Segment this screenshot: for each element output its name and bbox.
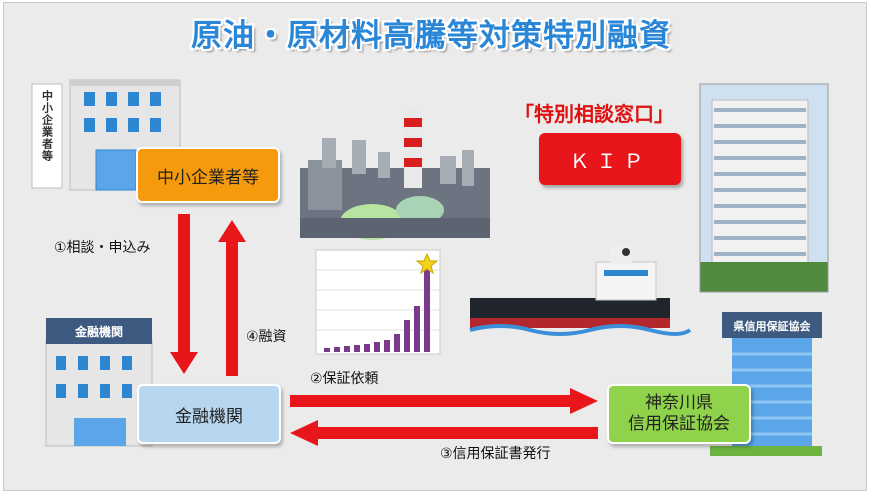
sme-node: 中小企業者等 bbox=[136, 147, 280, 203]
guarantee-association-node: 神奈川県 信用保証協会 bbox=[607, 384, 751, 444]
sme-building-icon bbox=[31, 79, 181, 191]
step1-label: ①相談・申込み bbox=[54, 240, 151, 256]
guarantee-node-line2: 信用保証協会 bbox=[628, 414, 730, 434]
bank-node: 金融機関 bbox=[137, 384, 281, 444]
bank-building-icon bbox=[45, 318, 153, 447]
arrow-guarantee-request bbox=[290, 388, 598, 414]
sme-building-sign: 中小企業者等 bbox=[41, 89, 55, 162]
arrow-consultation-down bbox=[170, 214, 198, 374]
page-title: 原油・原材料高騰等対策特別融資 bbox=[191, 18, 671, 54]
kip-building-image bbox=[699, 83, 829, 293]
arrow-guarantee-issue bbox=[290, 420, 598, 446]
step4-label: ④融資 bbox=[246, 329, 287, 345]
step3-label: ③信用保証書発行 bbox=[440, 446, 551, 462]
guarantee-building-sign: 県信用保証協会 bbox=[734, 319, 812, 333]
guarantee-node-line1: 神奈川県 bbox=[645, 392, 713, 413]
arrow-loan-up bbox=[218, 220, 246, 376]
factory-icon bbox=[300, 108, 490, 240]
kip-button[interactable]: ＫＩＰ bbox=[539, 133, 681, 185]
bank-building-sign: 金融機関 bbox=[74, 324, 123, 339]
step2-label: ②保証依頼 bbox=[310, 371, 379, 387]
price-rise-chart-icon bbox=[315, 249, 441, 355]
tanker-ship-icon bbox=[469, 246, 692, 336]
special-consultation-heading: 「特別相談窓口」 bbox=[514, 102, 674, 126]
